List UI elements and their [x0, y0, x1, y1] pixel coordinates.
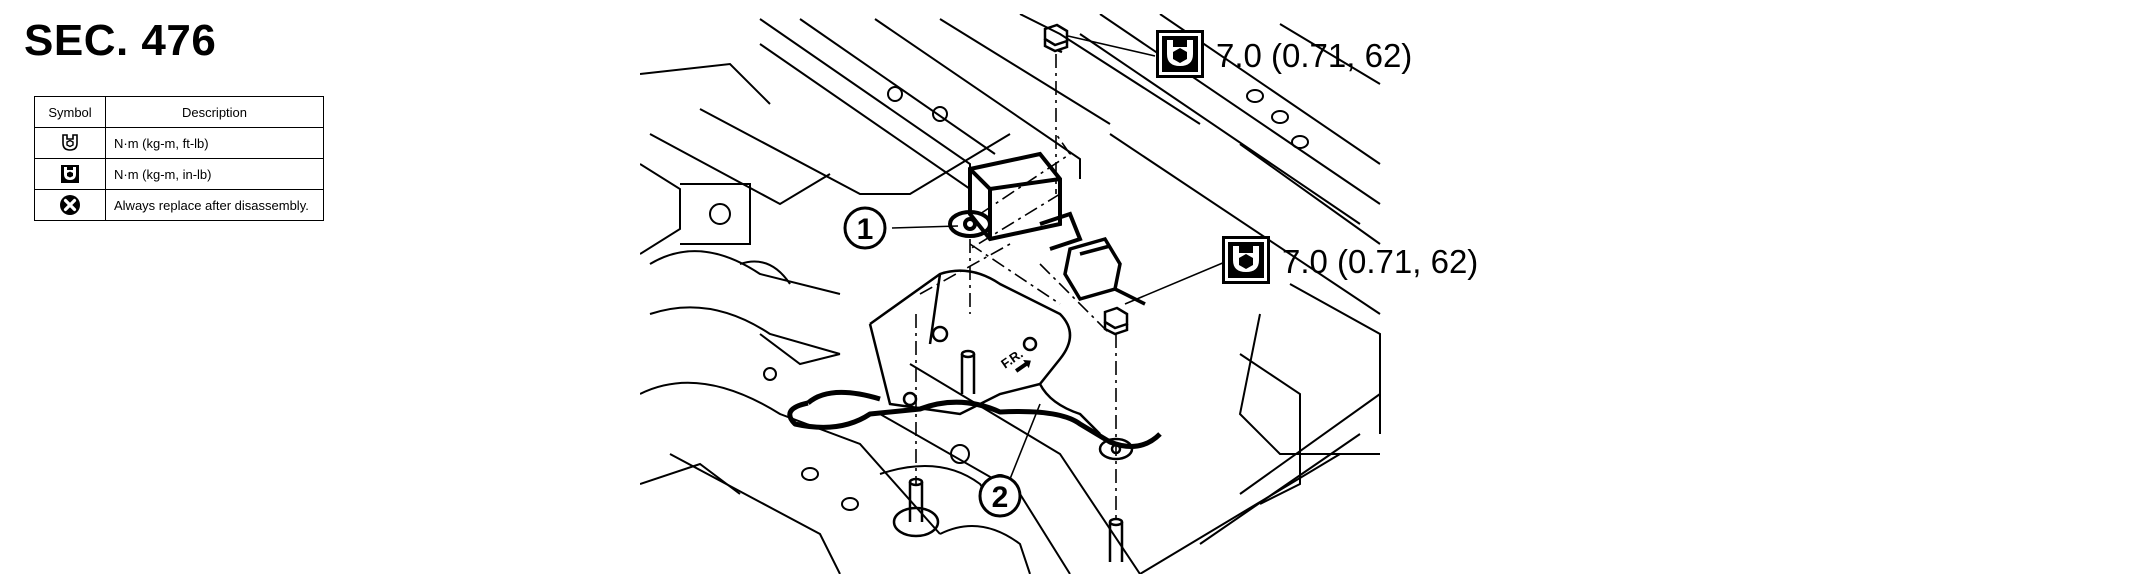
- legend-symbol-cell: [34, 127, 106, 159]
- legend-symbol-cell: [34, 189, 106, 221]
- torque-wrench-filled-icon: [61, 165, 79, 183]
- wire-harness: [787, 389, 1162, 449]
- legend-description: N·m (kg-m, in-lb): [105, 158, 324, 190]
- torque-wrench-outline-icon: [62, 134, 78, 151]
- mounting-nut: [1043, 23, 1069, 54]
- legend-row: N·m (kg-m, in-lb): [34, 158, 324, 190]
- leader-lines: [891, 35, 1226, 480]
- installation-diagram: F.R. 1 2 7.0 (0.71, 62) 7.0 (0.71, 62): [640, 14, 1478, 574]
- legend-description: N·m (kg-m, ft-lb): [105, 127, 324, 159]
- torque-wrench-filled-icon: [1156, 30, 1204, 78]
- legend-description: Always replace after disassembly.: [105, 189, 324, 221]
- legend-header-symbol: Symbol: [34, 96, 106, 128]
- legend-header-description: Description: [105, 96, 324, 128]
- wiring-bracket: [868, 269, 1101, 435]
- legend-header-row: Symbol Description: [34, 96, 324, 128]
- torque-value: 7.0 (0.71, 62): [1282, 243, 1478, 280]
- legend-symbol-cell: [34, 158, 106, 190]
- torque-wrench-filled-icon: [1222, 236, 1270, 284]
- callout-2: 2: [978, 474, 1022, 518]
- mounting-nut: [1103, 306, 1129, 336]
- section-title: SEC. 476: [24, 16, 217, 65]
- sensor-unit: [948, 151, 1083, 251]
- stud-bolt: [892, 349, 1134, 562]
- legend-row: N·m (kg-m, ft-lb): [34, 127, 324, 159]
- torque-value: 7.0 (0.71, 62): [1216, 37, 1412, 74]
- always-replace-icon: [60, 195, 80, 215]
- torque-spec: 7.0 (0.71, 62): [1156, 30, 1412, 78]
- callout-number: 2: [992, 481, 1009, 514]
- assembly-centerlines: [915, 54, 1117, 519]
- arrow-icon: [1014, 359, 1031, 373]
- harness-connector: [1063, 236, 1146, 306]
- symbol-legend-table: Symbol Description N·m (kg-m, ft-lb) N·m…: [34, 96, 324, 221]
- legend-row: Always replace after disassembly.: [34, 189, 324, 221]
- torque-spec: 7.0 (0.71, 62): [1222, 236, 1478, 284]
- callout-1: 1: [843, 206, 887, 250]
- callout-number: 1: [857, 213, 874, 246]
